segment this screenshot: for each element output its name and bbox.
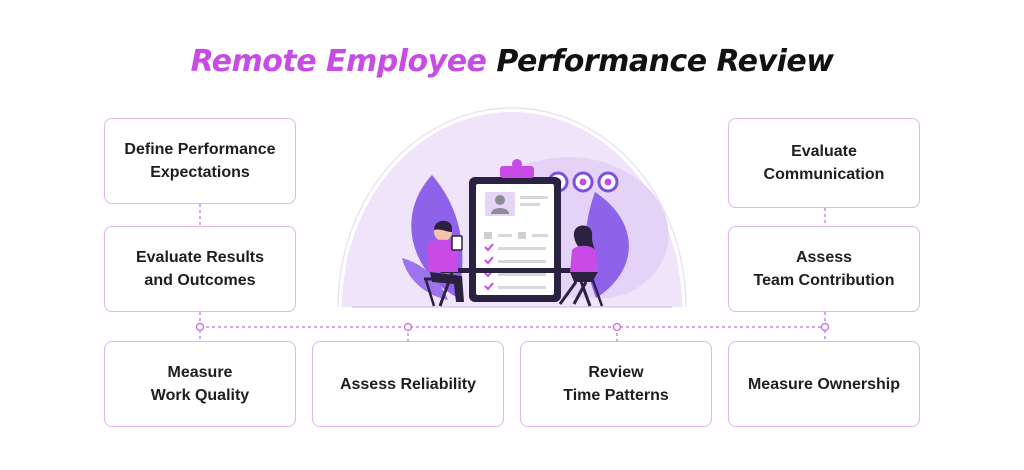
step-label: Assess Team Contribution — [753, 249, 895, 289]
person-right-icon — [558, 225, 604, 307]
title-rest: Performance Review — [496, 44, 834, 79]
step-assess-team-contribution: Assess Team Contribution — [728, 226, 920, 312]
connector-node — [612, 322, 622, 332]
step-review-time-patterns: Review Time Patterns — [520, 341, 712, 427]
step-label: Assess Reliability — [339, 375, 477, 393]
person-left-icon — [424, 220, 464, 307]
step-label: Measure Ownership — [747, 375, 901, 393]
table-icon — [440, 268, 590, 273]
page-title: Remote Employee Performance Review — [0, 44, 1024, 79]
step-measure-work-quality: Measure Work Quality — [104, 341, 296, 427]
connector-node — [820, 322, 830, 332]
step-label: Review Time Patterns — [563, 364, 669, 404]
step-evaluate-results: Evaluate Results and Outcomes — [104, 226, 296, 312]
title-highlight: Remote Employee — [190, 44, 487, 79]
step-assess-reliability: Assess Reliability — [312, 341, 504, 427]
backdrop-outline — [337, 107, 687, 308]
step-evaluate-communication: Evaluate Communication — [728, 118, 920, 208]
step-measure-ownership: Measure Ownership — [728, 341, 920, 427]
step-label: Measure Work Quality — [150, 364, 250, 404]
step-label: Define Performance Expectations — [124, 141, 276, 181]
connector-node — [195, 322, 205, 332]
connector-node — [403, 322, 413, 332]
step-label: Evaluate Results and Outcomes — [135, 249, 265, 289]
step-label: Evaluate Communication — [763, 143, 885, 183]
step-define-expectations: Define Performance Expectations — [104, 118, 296, 204]
